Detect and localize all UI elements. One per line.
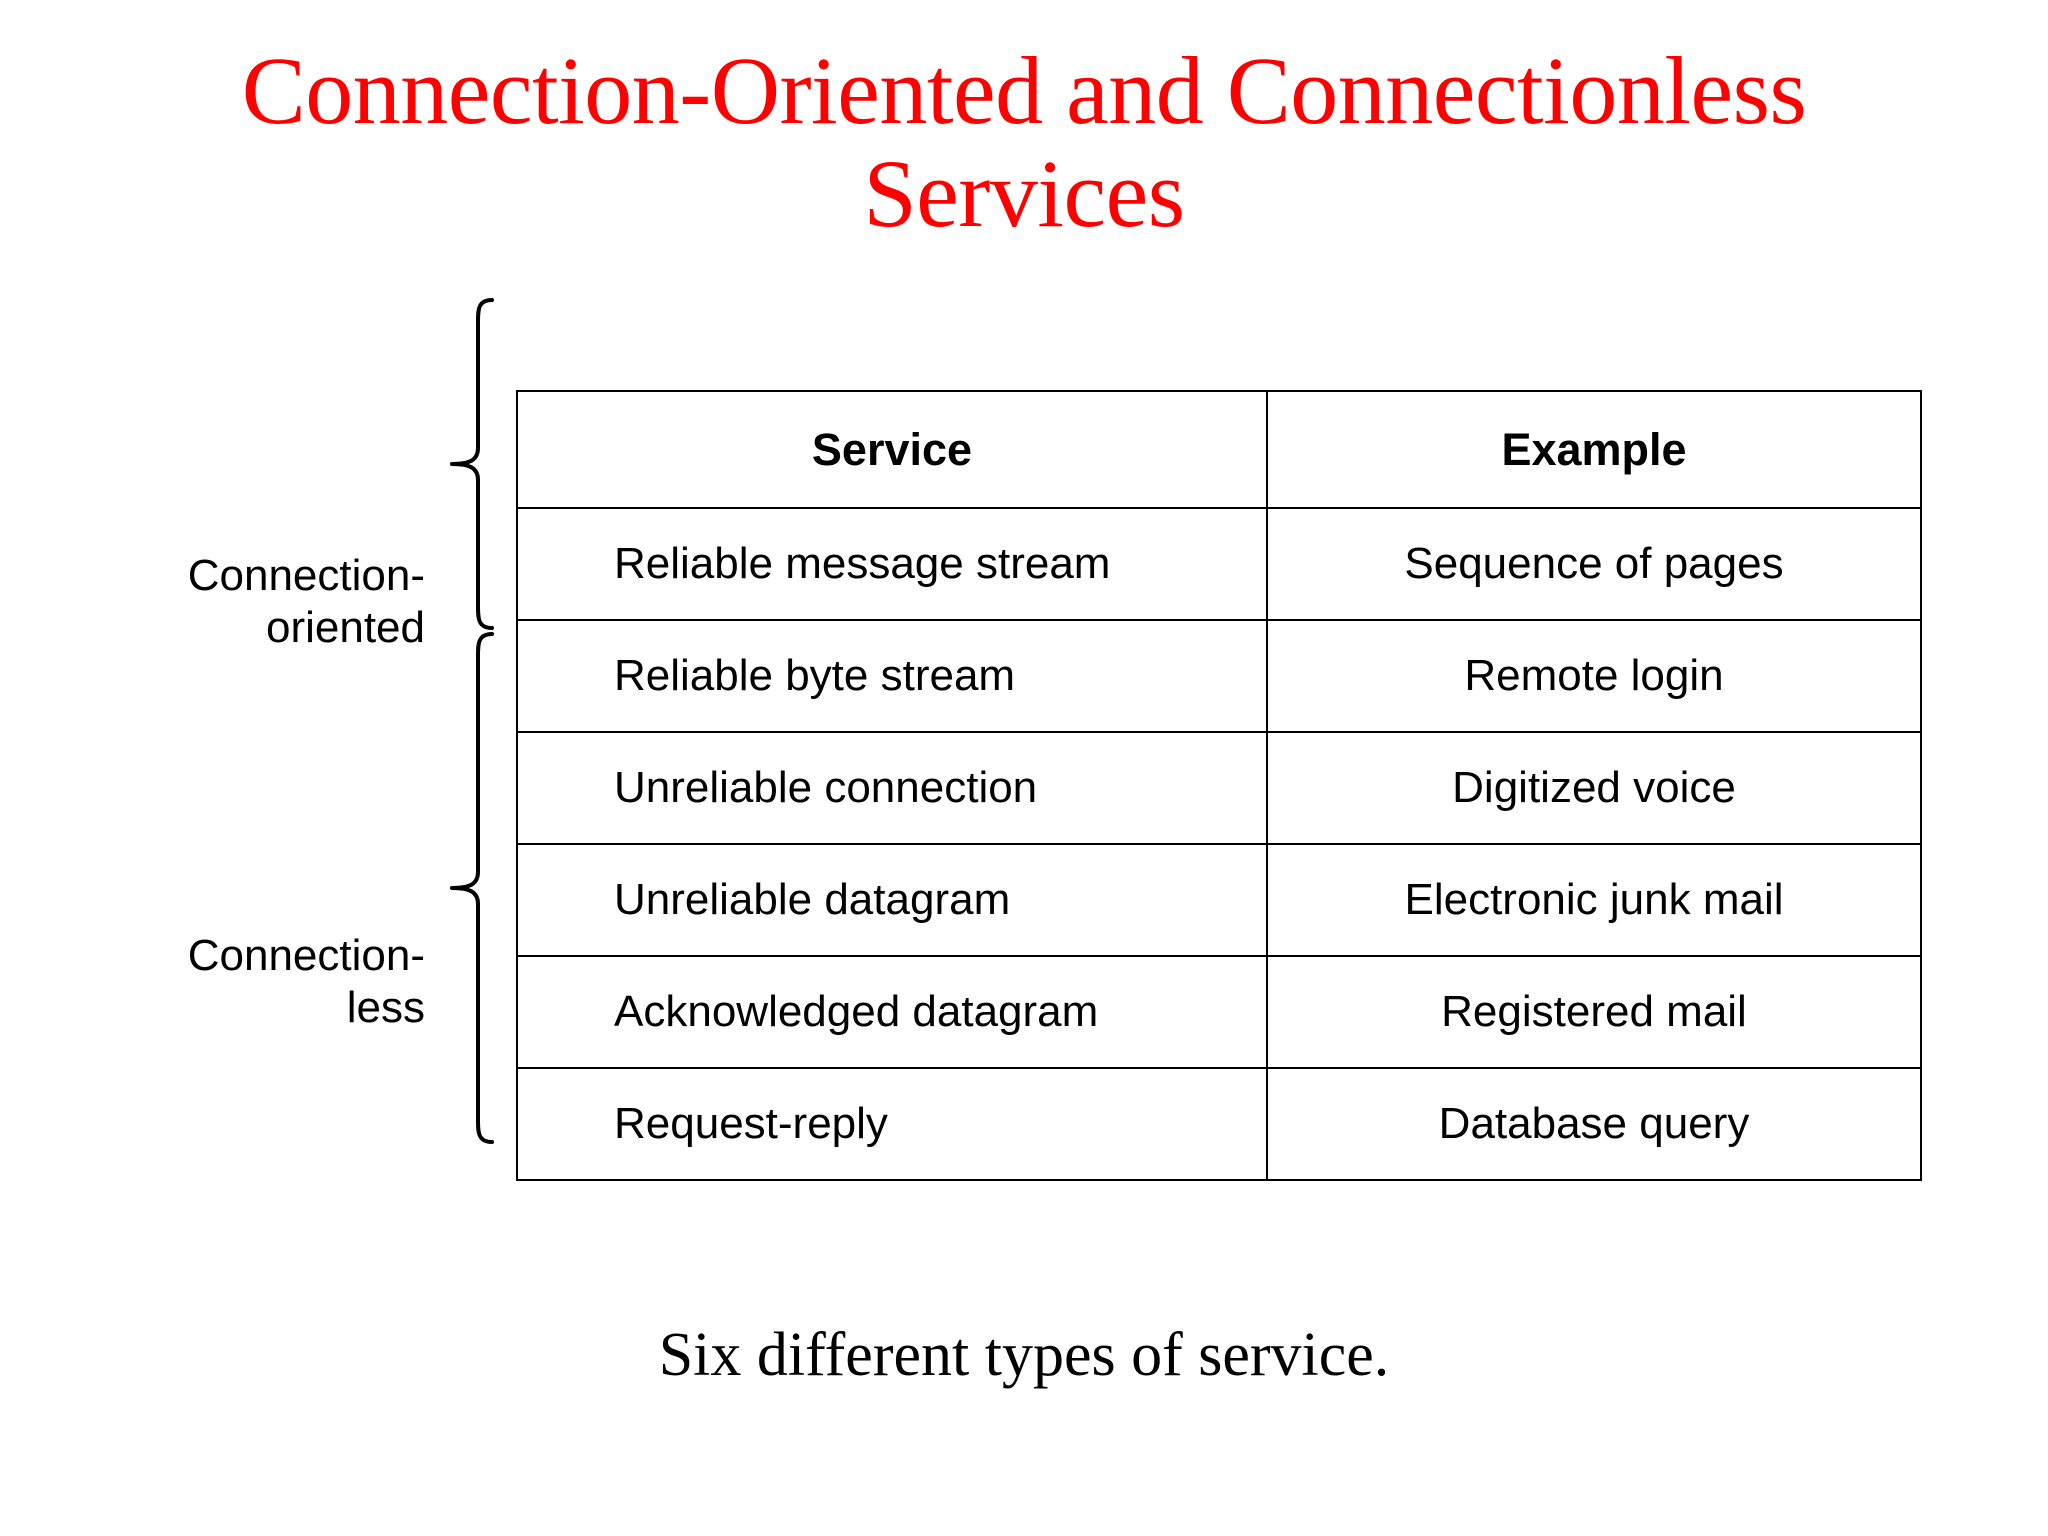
curly-brace-icon-connection-oriented (450, 298, 494, 630)
group-label-connection-oriented-line-1: Connection- (187, 551, 425, 600)
cell-example: Remote login (1266, 619, 1922, 733)
group-label-connection-oriented: Connection- oriented (60, 550, 425, 654)
table-row: Reliable message stream Sequence of page… (516, 507, 1922, 621)
group-label-connectionless-line-1: Connection- (187, 931, 425, 980)
page-title-line-2: Services (863, 139, 1185, 247)
group-label-connectionless-line-2: less (346, 982, 425, 1032)
group-label-connection-oriented-line-2: oriented (265, 602, 425, 652)
cell-example: Registered mail (1266, 955, 1922, 1069)
cell-example: Digitized voice (1266, 731, 1922, 845)
group-label-connectionless: Connection- less (60, 930, 425, 1034)
cell-service: Acknowledged datagram (516, 955, 1268, 1069)
page-title-line-1: Connection-Oriented and Connectionless (241, 37, 1807, 144)
curly-brace-icon-connectionless (450, 632, 494, 1144)
cell-service: Request-reply (516, 1067, 1268, 1181)
figure-caption: Six different types of service. (658, 1321, 1390, 1389)
table-row: Acknowledged datagram Registered mail (516, 955, 1922, 1069)
cell-example: Database query (1266, 1067, 1922, 1181)
cell-service: Reliable byte stream (516, 619, 1268, 733)
column-header-example: Example (1266, 390, 1922, 509)
cell-service: Unreliable connection (516, 731, 1268, 845)
column-header-service: Service (516, 390, 1268, 509)
cell-example: Sequence of pages (1266, 507, 1922, 621)
cell-service: Unreliable datagram (516, 843, 1268, 957)
table-row: Request-reply Database query (516, 1067, 1922, 1181)
table-row: Unreliable datagram Electronic junk mail (516, 843, 1922, 957)
table-header-row: Service Example (516, 390, 1922, 509)
service-types-table: Service Example Reliable message stream … (516, 390, 1922, 1181)
table-row: Unreliable connection Digitized voice (516, 731, 1922, 845)
table-row: Reliable byte stream Remote login (516, 619, 1922, 733)
page-title: Connection-Oriented and Connectionless S… (0, 37, 2048, 247)
cell-example: Electronic junk mail (1266, 843, 1922, 957)
cell-service: Reliable message stream (516, 507, 1268, 621)
